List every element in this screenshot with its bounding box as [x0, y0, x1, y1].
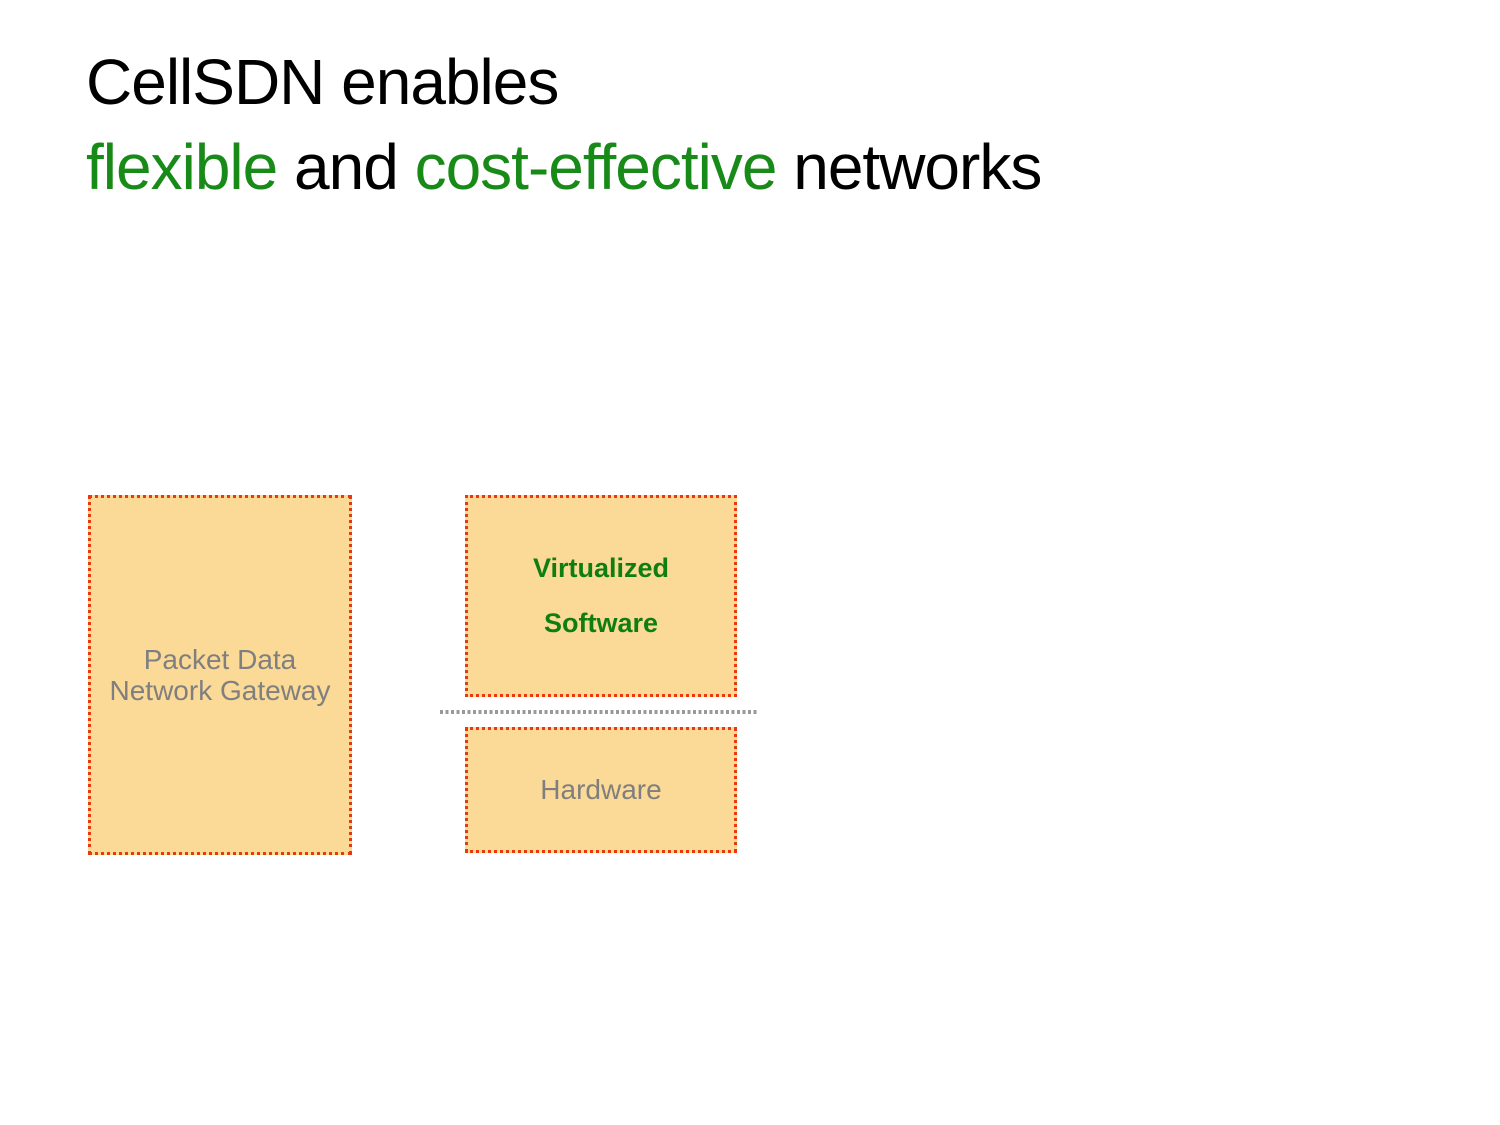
packet-data-network-gateway-box: Packet Data Network Gateway [88, 495, 352, 855]
pgw-label-line1: Packet Data [143, 643, 297, 675]
hardware-label: Hardware [540, 774, 662, 806]
virtualized-software-box: Virtualized Software [465, 495, 737, 697]
title-line1: CellSDN enables [86, 46, 559, 118]
slide-title: CellSDN enables flexible and cost-effecti… [86, 40, 1042, 210]
software-hardware-divider [440, 710, 758, 714]
software-label-line2: Software [543, 608, 659, 638]
pgw-label-line2: Network Gateway [109, 675, 331, 706]
title-word-flexible: flexible [86, 131, 278, 204]
hardware-box: Hardware [465, 727, 737, 853]
title-word-networks: networks [776, 131, 1042, 204]
title-word-and: and [277, 131, 415, 204]
title-word-cost-effective: cost-effective [414, 131, 778, 204]
software-label-line1: Virtualized [532, 552, 670, 583]
